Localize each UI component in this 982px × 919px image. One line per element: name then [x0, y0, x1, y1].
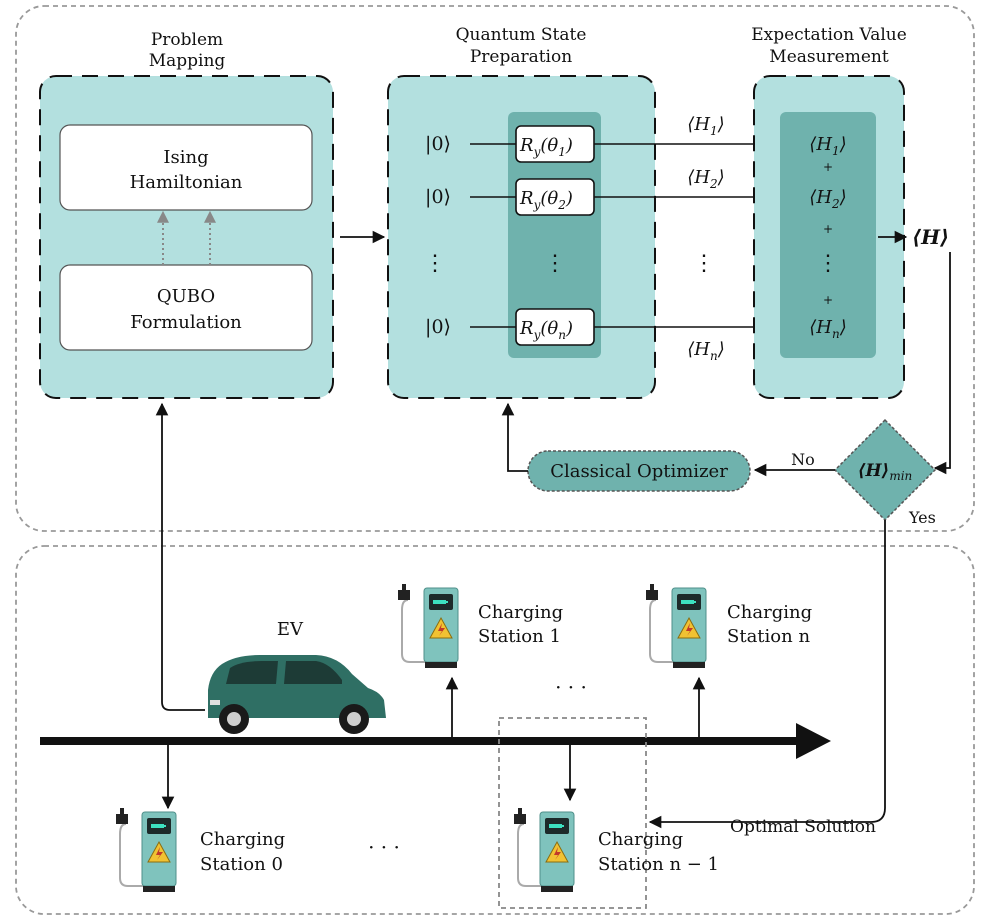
gate-ry-2: Ry(θ2) — [515, 178, 595, 216]
problem-mapping-title-1: Problem — [151, 30, 223, 50]
station-0-label-1: Charging — [200, 829, 285, 850]
charging-station-n-icon — [645, 583, 707, 669]
state-prep-title-2: Preparation — [470, 47, 572, 67]
svg-text:Ry(θ2): Ry(θ2) — [519, 188, 573, 212]
sum-plus-2: + — [823, 222, 833, 236]
sum-plus-1: + — [823, 160, 833, 174]
optimizer-to-prep-arrow — [501, 402, 528, 472]
ket-vdots: ⋮ — [424, 251, 446, 276]
output-expectation: ⟨H⟩ — [912, 225, 949, 249]
sum-h1: ⟨H1⟩ — [809, 134, 846, 158]
ising-label-1: Ising — [163, 147, 208, 168]
svg-text:Ry(θn): Ry(θn) — [519, 318, 573, 342]
qubo-label-1: QUBO — [157, 286, 215, 307]
bottom-dashed-container — [15, 545, 975, 915]
gate-ry-n: Ry(θn) — [515, 308, 595, 346]
top-dashed-container — [15, 5, 975, 532]
ev-to-mapping-arrow — [155, 402, 205, 711]
optimal-solution-label: Optimal Solution — [730, 817, 876, 837]
classical-optimizer-label: Classical Optimizer — [550, 461, 728, 482]
wire-label-h1: ⟨H1⟩ — [687, 114, 724, 138]
measurement-title-1: Expectation Value — [751, 25, 907, 45]
output-to-decision-arrow — [933, 252, 951, 475]
gate-vdots: ⋮ — [544, 251, 566, 276]
decision-no-label: No — [791, 450, 815, 469]
station-n-label-2: Station n — [727, 626, 810, 647]
ket-0-a: |0⟩ — [425, 133, 451, 155]
gate-ry-1: Ry(θ1) — [515, 125, 595, 163]
ket-0-b: |0⟩ — [425, 186, 451, 208]
station-n-label-1: Charging — [727, 602, 812, 623]
sum-plus-3: + — [823, 293, 833, 307]
optimal-station-highlight — [498, 717, 647, 909]
charging-station-0-icon — [115, 807, 177, 893]
ev-label: EV — [277, 619, 304, 640]
wire-label-h2: ⟨H2⟩ — [687, 167, 724, 191]
wire-vdots: ⋮ — [693, 251, 715, 276]
decision-yes-label: Yes — [908, 508, 936, 527]
sum-vdots: ⋮ — [817, 251, 839, 276]
station-n-minus-1-label-1: Charging — [598, 829, 683, 850]
station-0-label-2: Station 0 — [200, 854, 283, 875]
gate-column — [508, 112, 601, 358]
ising-label-2: Hamiltonian — [130, 172, 243, 193]
yes-to-solution-arrow — [648, 520, 886, 829]
charging-station-n-minus-1-icon — [513, 807, 575, 893]
qubo-box — [59, 264, 313, 351]
ising-box — [59, 124, 313, 211]
station-1-label-2: Station 1 — [478, 626, 561, 647]
bottom-stations-ellipsis: · · · — [368, 835, 400, 859]
sum-hn: ⟨Hn⟩ — [809, 317, 847, 341]
charging-station-1-icon — [397, 583, 459, 669]
problem-mapping-title-2: Mapping — [149, 51, 226, 71]
state-prep-title-1: Quantum State — [456, 25, 587, 45]
sum-h2: ⟨H2⟩ — [809, 187, 846, 211]
road-line — [40, 737, 800, 745]
road-arrowhead — [796, 723, 831, 759]
ket-0-c: |0⟩ — [425, 316, 451, 338]
station-1-label-1: Charging — [478, 602, 563, 623]
ev-car-icon — [208, 655, 386, 734]
qubo-label-2: Formulation — [130, 312, 242, 333]
decision-label: ⟨H⟩min — [858, 461, 913, 483]
measurement-sum-column — [780, 112, 876, 358]
measurement-title-2: Measurement — [769, 47, 889, 67]
top-stations-ellipsis: · · · — [555, 675, 587, 699]
svg-text:Ry(θ1): Ry(θ1) — [519, 135, 573, 159]
station-n-minus-1-label-2: Station n − 1 — [598, 854, 719, 875]
wire-label-hn: ⟨Hn⟩ — [687, 339, 725, 363]
